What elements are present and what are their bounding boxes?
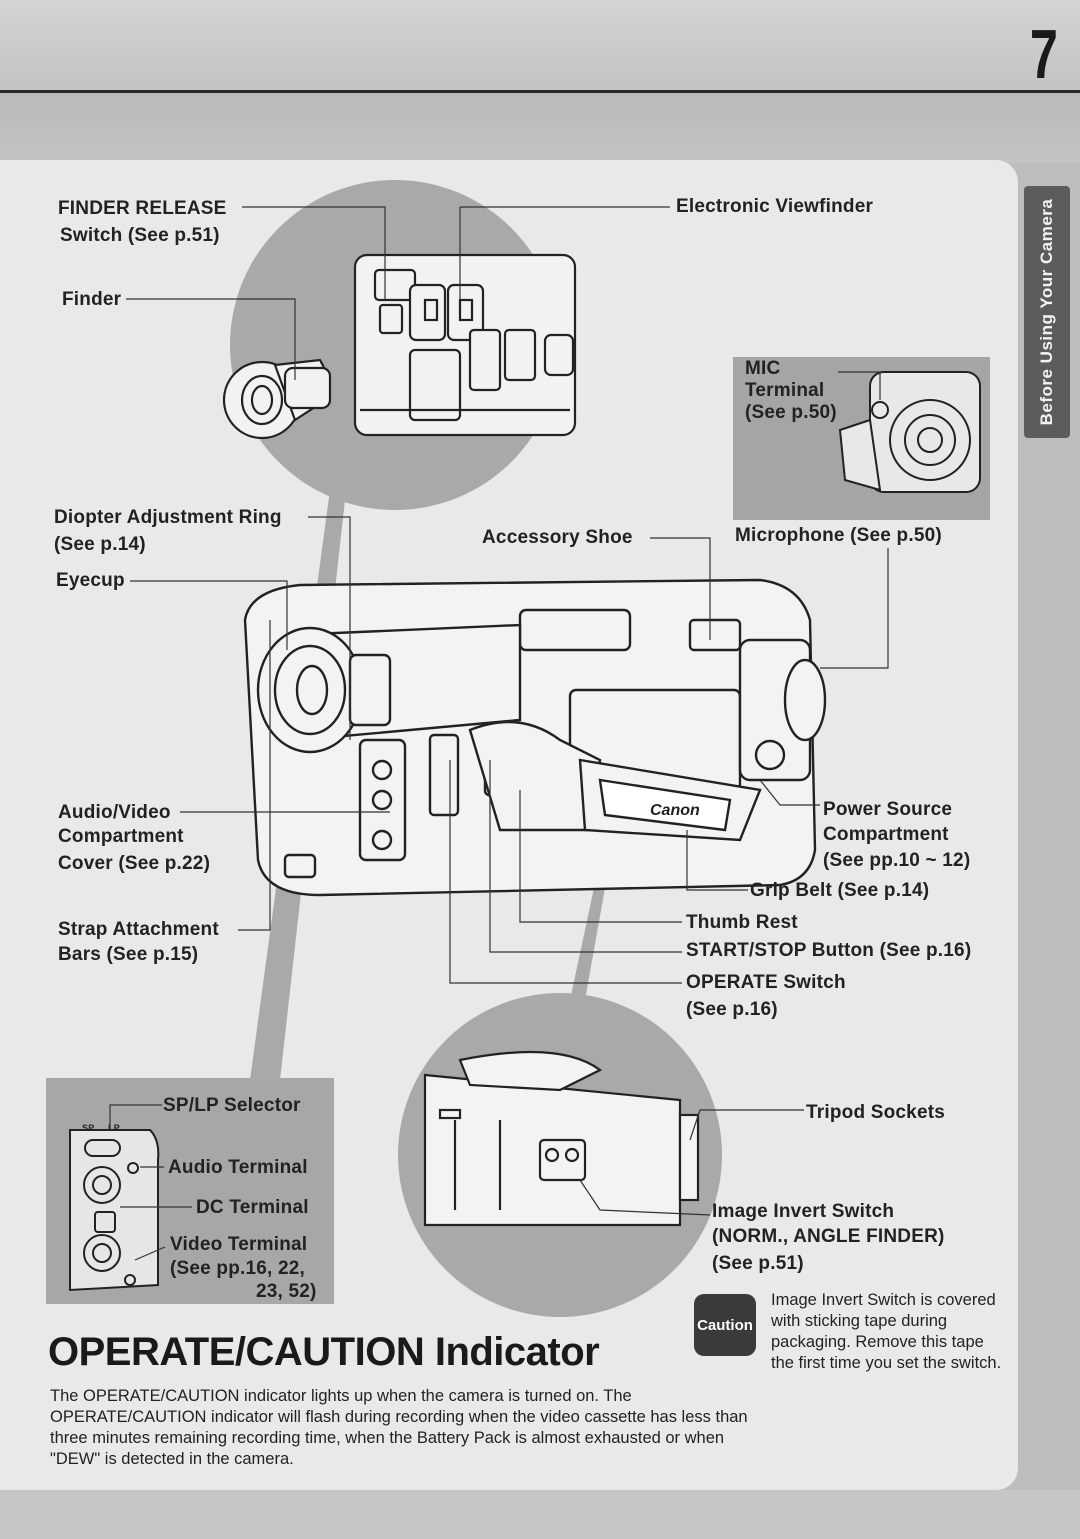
label-video-terminal: Video Terminal (170, 1234, 308, 1255)
terminal-panel-drawing (69, 1129, 160, 1292)
brand-logo: Canon (650, 802, 700, 819)
label-finder-release: FINDER RELEASE (58, 198, 227, 219)
label-power-source: Power Source (823, 799, 953, 820)
label-electronic-viewfinder: Electronic Viewfinder (676, 196, 874, 217)
label-audio-video: Audio/Video (58, 802, 171, 823)
label-accessory-shoe: Accessory Shoe (482, 527, 633, 548)
label-sp-mark: SP (82, 1123, 95, 1133)
label-power-source-compartment: Compartment (823, 824, 949, 845)
label-video-terminal-ref: (See pp.16, 22, (170, 1258, 306, 1279)
label-audio-video-compartment: Compartment (58, 826, 184, 847)
label-microphone: Microphone (See p.50) (735, 525, 942, 546)
header-shadow (0, 93, 1080, 163)
section-body: The OPERATE/CAUTION indicator lights up … (50, 1387, 748, 1468)
label-image-invert-modes: (NORM., ANGLE FINDER) (712, 1226, 945, 1247)
section-title: OPERATE/CAUTION Indicator (48, 1330, 600, 1374)
label-operate-switch: OPERATE Switch (686, 972, 846, 993)
label-thumb-rest: Thumb Rest (686, 912, 798, 933)
label-eyecup: Eyecup (56, 570, 125, 591)
magnifier-beam-bottom (570, 860, 610, 1000)
finder-eyecup-part (222, 358, 332, 440)
label-finder-release-ref: Switch (See p.51) (60, 225, 220, 246)
label-grip-belt: Grip Belt (See p.14) (750, 880, 930, 901)
label-lp-mark: LP (108, 1123, 120, 1133)
label-strap-bars: Bars (See p.15) (58, 944, 199, 965)
label-start-stop: START/STOP Button (See p.16) (686, 940, 972, 961)
label-mic: MIC (745, 358, 781, 379)
finder-closeup (353, 253, 577, 437)
mic-inset-drawing (838, 371, 981, 493)
label-strap-attachment: Strap Attachment (58, 919, 219, 940)
section-side-tab: Before Using Your Camera (1024, 186, 1070, 438)
label-diopter-ring: Diopter Adjustment Ring (54, 507, 282, 528)
label-image-invert-switch: Image Invert Switch (712, 1201, 895, 1222)
main-camcorder (243, 578, 827, 897)
label-image-invert-ref: (See p.51) (712, 1253, 804, 1274)
leader-lines (109, 206, 889, 1261)
label-dc-terminal: DC Terminal (196, 1197, 309, 1218)
top-band (0, 0, 1080, 92)
label-tripod-sockets: Tripod Sockets (806, 1102, 946, 1123)
label-audio-terminal: Audio Terminal (168, 1157, 308, 1178)
label-power-source-ref: (See pp.10 ~ 12) (823, 850, 971, 871)
page-number: 7 (1029, 15, 1058, 93)
caution-icon: Caution (694, 1294, 756, 1356)
label-diopter-ref: (See p.14) (54, 534, 146, 555)
bottom-closeup-drawing (423, 1050, 700, 1227)
bottom-band (0, 1490, 1080, 1539)
caution-icon-label: Caution (697, 1316, 753, 1334)
label-mic-ref: (See p.50) (745, 402, 837, 423)
label-video-terminal-ref-2: 23, 52) (256, 1281, 317, 1302)
label-finder: Finder (62, 289, 122, 310)
label-operate-ref: (See p.16) (686, 999, 778, 1020)
caution-note: Image Invert Switch is covered with stic… (771, 1291, 1002, 1372)
label-audio-video-cover: Cover (See p.22) (58, 853, 211, 874)
label-mic-terminal: Terminal (745, 380, 825, 401)
header-rule (0, 90, 1080, 93)
label-sp-lp-selector: SP/LP Selector (163, 1095, 301, 1116)
